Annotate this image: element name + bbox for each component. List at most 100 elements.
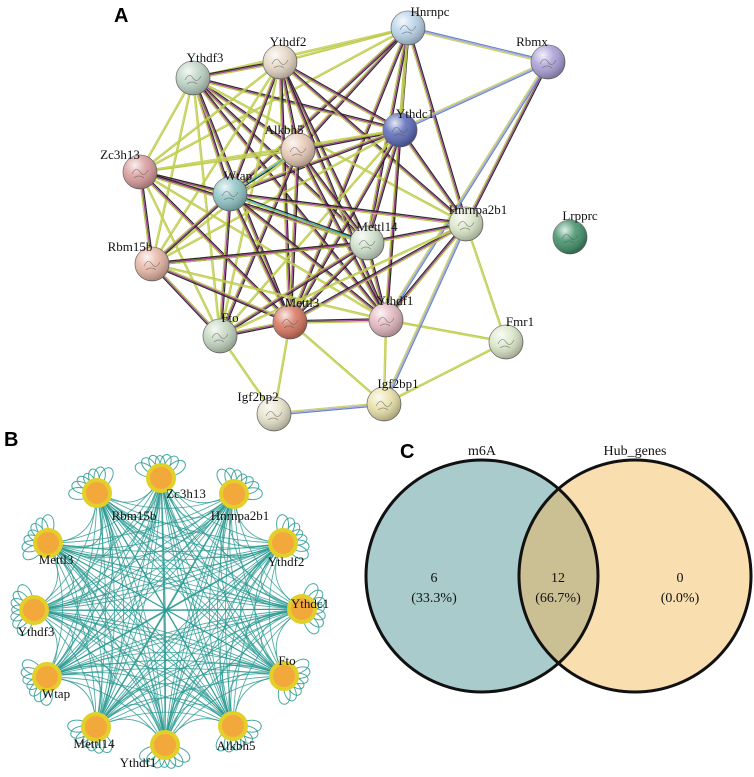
edge-ythdc1-ythdf1	[384, 129, 402, 321]
node-ythdf1[interactable]: Ythdf1	[368, 293, 414, 338]
edge-fto-hnrnpa2b1	[219, 222, 467, 338]
node-fto-label: Fto	[221, 310, 238, 325]
b-node-zc3h13[interactable]: Zc3h13	[146, 463, 206, 501]
node-ythdf1-label: Ythdf1	[377, 293, 414, 308]
b-node-ythdf2-dot	[268, 528, 298, 558]
venn-diagram: m6A Hub_genes 6 (33.3%) 12 (66.7%) 0 (0.…	[364, 444, 753, 694]
b-node-ythdf2[interactable]: Ythdf2	[268, 528, 305, 569]
edge-mettl14-fto	[218, 241, 369, 338]
node-igf2bp2[interactable]: Igf2bp2	[237, 389, 292, 432]
edge-b-ythdc1-rbm15b	[96, 492, 303, 610]
edge-wtap-mettl3	[228, 193, 292, 323]
node-fmr1[interactable]: Fmr1	[488, 314, 534, 360]
b-node-mettl3-label: Mettl3	[39, 552, 74, 567]
b-node-ythdf2-label: Ythdf2	[268, 554, 305, 569]
edge-b-zc3h13-alkbh5	[160, 477, 234, 727]
node-mettl14[interactable]: Mettl14	[349, 219, 398, 261]
edge-wtap-hnrnpa2b1	[229, 192, 467, 226]
node-zc3h13[interactable]: Zc3h13	[100, 147, 158, 190]
b-node-hnrnpa2b1[interactable]: Hnrnpa2b1	[211, 479, 270, 523]
b-node-ythdc1[interactable]: Ythdc1	[287, 594, 329, 624]
edge-wtap-mettl14	[229, 192, 368, 245]
node-igf2bp1-label: Igf2bp1	[377, 376, 418, 391]
b-node-wtap[interactable]: Wtap	[32, 662, 70, 701]
edge-b-ythdf1-rbm15b	[96, 492, 166, 746]
node-ythdc1[interactable]: Ythdc1	[382, 106, 434, 148]
edge-b-ythdf2-mettl3	[47, 542, 284, 553]
node-hnrnpc-structure-icon	[399, 25, 417, 35]
edge-ythdf3-rbm15b	[150, 77, 195, 265]
b-node-ythdf3-dot	[19, 595, 49, 625]
edge-b-hnrnpa2b1-wtap	[46, 493, 235, 678]
node-fto[interactable]: Fto	[202, 310, 239, 354]
node-ythdf2[interactable]: Ythdf2	[262, 34, 306, 80]
venn-left-outline	[364, 458, 600, 694]
edge-b-ythdf1-ythdf3	[33, 609, 166, 746]
node-alkbh5-structure-icon	[289, 147, 307, 157]
edge-ythdf1-fmr1	[385, 318, 507, 344]
venn-right-label: Hub_genes	[604, 444, 667, 459]
edge-b-zc3h13-mettl14	[95, 477, 162, 728]
edge-hnrnpa2b1-fmr1	[464, 223, 508, 343]
node-rbmx[interactable]: Rbmx	[516, 34, 566, 80]
edge-b-hnrnpa2b1-mettl3	[47, 493, 235, 544]
edge-b-ythdf3-mettl3	[33, 542, 90, 611]
b-node-alkbh5-dot	[218, 711, 248, 741]
edge-b-ythdf3-rbm15b	[33, 492, 112, 611]
b-node-wtap-label: Wtap	[42, 686, 70, 701]
edge-b-fto-rbm15b	[96, 492, 285, 677]
edge-b-fto-wtap	[46, 659, 285, 678]
edge-b-fto-rbm15b	[96, 492, 285, 677]
node-rbm15b-label: Rbm15b	[108, 239, 153, 254]
node-lrpprc[interactable]: Lrpprc	[552, 208, 598, 255]
node-alkbh5[interactable]: Alkbh5	[265, 122, 316, 168]
edge-b-ythdf1-mettl3	[47, 542, 166, 746]
node-wtap-label: Wtap	[224, 168, 252, 183]
node-mettl3[interactable]: Mettl3	[272, 295, 319, 340]
node-hnrnpa2b1[interactable]: Hnrnpa2b1	[448, 202, 508, 242]
node-igf2bp2-label: Igf2bp2	[237, 389, 278, 404]
node-ythdf3[interactable]: Ythdf3	[175, 50, 223, 96]
edge-b-ythdf2-mettl14	[95, 542, 284, 728]
b-node-fto[interactable]: Fto	[269, 653, 299, 691]
edge-wtap-fto	[218, 193, 232, 337]
edge-ythdf2-ythdc1	[279, 60, 401, 132]
edge-fmr1-igf2bp1	[383, 340, 507, 406]
venn-overlap-region	[519, 488, 598, 664]
node-rbm15b[interactable]: Rbm15b	[108, 239, 170, 282]
edge-b-mettl14-rbm15b	[95, 492, 125, 728]
edge-ythdc1-hnrnpa2b1	[398, 128, 468, 226]
b-node-zc3h13-dot	[146, 463, 176, 493]
node-rbm15b-structure-icon	[143, 261, 161, 271]
edge-b-mettl14-mettl3	[47, 542, 97, 728]
edge-ythdf2-zc3h13	[139, 61, 281, 173]
edge-ythdf1-hnrnpa2b1	[384, 222, 468, 322]
b-node-mettl3-dot	[33, 528, 63, 558]
edge-b-fto-ythdf3	[33, 609, 285, 677]
b-node-hnrnpa2b1-dot	[219, 479, 249, 509]
b-node-ythdf1[interactable]: Ythdf1	[120, 730, 180, 770]
edge-igf2bp1-igf2bp2	[273, 402, 385, 416]
node-igf2bp1[interactable]: Igf2bp1	[366, 376, 419, 422]
venn-right-outline	[517, 458, 753, 694]
node-hnrnpc[interactable]: Hnrnpc	[390, 4, 450, 46]
node-wtap[interactable]: Wtap	[212, 168, 252, 212]
b-node-ythdf3[interactable]: Ythdf3	[18, 595, 55, 639]
b-node-ythdc1-label: Ythdc1	[291, 596, 329, 611]
node-mettl14-structure-icon	[358, 240, 376, 250]
node-lrpprc-label: Lrpprc	[562, 208, 598, 223]
edge-b-wtap-rbm15b	[46, 492, 104, 678]
b-node-rbm15b-label: Rbm15b	[112, 508, 157, 523]
b-node-ythdf1-dot	[150, 730, 180, 760]
b-node-alkbh5[interactable]: Alkbh5	[217, 711, 256, 753]
venn-left-count: 6	[431, 571, 438, 586]
edge-hnrnpc-hnrnpa2b1	[406, 27, 468, 225]
b-node-mettl14[interactable]: Mettl14	[73, 712, 115, 751]
edge-rbmx-ythdf1	[384, 60, 550, 322]
edge-b-ythdc1-rbm15b	[96, 492, 303, 610]
edge-ythdf2-wtap	[228, 61, 282, 195]
b-node-mettl3[interactable]: Mettl3	[33, 528, 74, 567]
b-node-rbm15b[interactable]: Rbm15b	[82, 478, 157, 523]
